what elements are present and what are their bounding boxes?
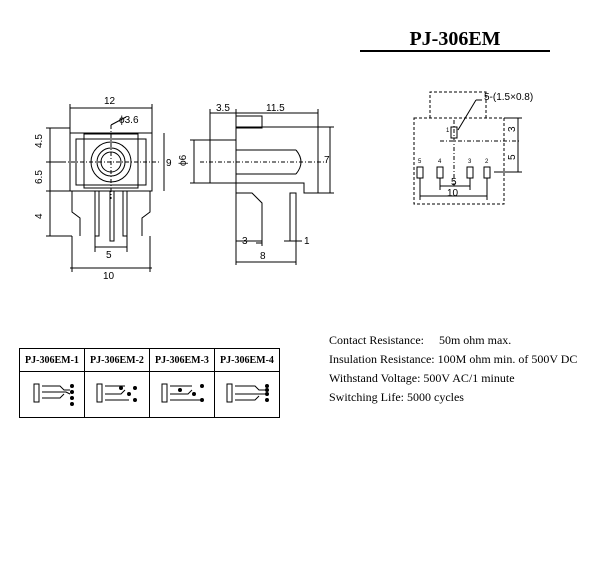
dim-label-height: 7 (324, 155, 330, 166)
dim-label-pin: 4 (34, 213, 45, 219)
spec-switching-life: Switching Life: 5000 cycles (329, 390, 464, 404)
variant-name-2: PJ-306EM-2 (84, 348, 150, 372)
dim-label-width: 12 (104, 96, 116, 107)
pin-label-3: 3 (468, 159, 472, 165)
dim-label-pin-spacing: 5 (106, 250, 112, 261)
title-underline (360, 50, 550, 52)
pin-label-1: 1 (446, 128, 450, 134)
schematic-4-icon (226, 383, 269, 403)
dim-label-5-horiz: 5 (451, 177, 457, 188)
front-pin-3 (122, 190, 128, 237)
dim-label-pin-a: 3 (242, 236, 248, 247)
variant-name-1: PJ-306EM-1 (19, 348, 85, 372)
dim-label-10: 10 (447, 188, 459, 199)
front-pin-2 (109, 190, 115, 242)
spec-withstand-voltage: Withstand Voltage: 500V AC/1 minute (329, 371, 515, 385)
side-top-tab (235, 115, 263, 129)
spec-insulation-resistance: Insulation Resistance: 100M ohm min. of … (329, 352, 578, 366)
leader-hole-spec (457, 99, 477, 131)
dim-label-top: 4.5 (34, 134, 45, 148)
pad-1 (450, 126, 458, 139)
front-view-labels: 12 ϕ3.6 4.5 6.5 4 9 5 10 (34, 96, 172, 282)
front-pin-1 (94, 190, 100, 237)
dim-label-front: 3.5 (216, 103, 230, 114)
dim-label-pin-span: 8 (260, 251, 266, 262)
pin-label-2: 2 (485, 159, 489, 165)
side-barrel (209, 139, 237, 184)
front-pin-right (141, 191, 151, 236)
dim-label-bottom: 10 (103, 271, 115, 282)
dim-label-right: 9 (166, 158, 172, 169)
pcb-outline-top (429, 91, 487, 118)
side-body-outline (235, 126, 319, 194)
pad-2 (483, 166, 491, 179)
dim-label-3: 3 (507, 126, 518, 132)
variant-name-3: PJ-306EM-3 (149, 348, 215, 372)
variant-schematic-4 (214, 371, 280, 418)
side-view-labels: 3.5 11.5 ϕ6 7 3 1 8 (178, 103, 330, 262)
variant-name-4: PJ-306EM-4 (214, 348, 280, 372)
spec-contact-resistance: Contact Resistance: 50m ohm max. (329, 333, 512, 347)
variant-schematic-3 (149, 371, 215, 418)
pad-4 (436, 166, 444, 179)
pin-label-4: 4 (438, 159, 442, 165)
schematic-1-icon (33, 383, 74, 406)
pcb-outline (413, 117, 505, 205)
pcb-layout (413, 91, 522, 205)
dim-label-pin-b: 1 (304, 236, 310, 247)
front-view (46, 104, 165, 272)
schematic-3-icon (161, 383, 204, 403)
dim-label-hole: ϕ3.6 (119, 115, 139, 126)
pad-3 (466, 166, 474, 179)
dim-label-length: 11.5 (266, 103, 285, 114)
dim-label-mid: 6.5 (34, 170, 45, 184)
variant-schematic-2 (84, 371, 150, 418)
schematic-2-icon (96, 383, 137, 403)
specifications: Contact Resistance: 50m ohm max. Insulat… (329, 331, 577, 407)
drawing-title: PJ-306EM (409, 28, 501, 50)
hole-spec-label: 5-(1.5×0.8) (484, 92, 533, 103)
side-pin-left (235, 183, 263, 244)
variant-schematic-1 (19, 371, 85, 418)
pcb-layout-labels: 5-(1.5×0.8) 3 5 5 10 1 5 4 3 2 (418, 92, 533, 199)
variant-table: PJ-306EM-1 PJ-306EM-2 PJ-306EM-3 PJ-306E… (19, 348, 280, 418)
side-view (190, 109, 334, 265)
dim-label-5-vert: 5 (507, 154, 518, 160)
front-pin-left (71, 191, 81, 236)
dim-label-diameter: ϕ6 (178, 154, 189, 166)
side-pin-right (289, 192, 297, 242)
pin-label-5: 5 (418, 159, 422, 165)
pad-5 (416, 166, 424, 179)
leader-hole (110, 116, 127, 126)
